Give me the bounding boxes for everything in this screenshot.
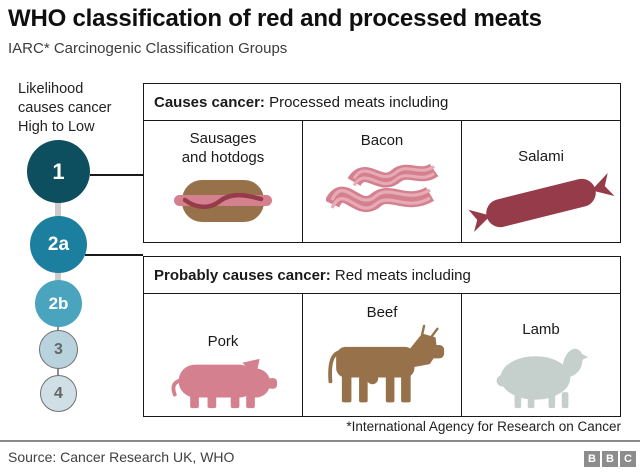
caption-line-2: causes cancer	[18, 100, 112, 116]
group-badge-4: 4	[40, 375, 77, 412]
cow-icon	[328, 324, 445, 403]
pig-icon	[171, 358, 278, 409]
group-badge-2b: 2b	[35, 280, 82, 327]
bbc-logo: B B C	[584, 451, 636, 467]
heading-strong: Causes cancer:	[154, 93, 265, 111]
item-bacon: Bacon	[302, 121, 461, 242]
item-label: Pork	[207, 333, 239, 350]
caption-line-3: High to Low	[18, 119, 95, 135]
group-badge-3: 3	[39, 330, 78, 369]
page-title: WHO classification of red and processed …	[8, 5, 542, 32]
connector-3-to-4	[57, 368, 59, 377]
item-label: Lamb	[522, 321, 560, 338]
causes-cancer-heading: Causes cancer: Processed meats including	[144, 84, 620, 121]
item-sausages-hotdogs: Sausages and hotdogs	[144, 121, 302, 242]
bbc-logo-block: B	[602, 451, 618, 467]
footer-divider	[0, 440, 640, 442]
heading-rest: Processed meats including	[264, 93, 449, 111]
caption-line-1: Likelihood	[18, 81, 84, 97]
hotdog-icon	[174, 180, 272, 222]
bbc-logo-block: B	[584, 451, 600, 467]
page-subtitle: IARC* Carcinogenic Classification Groups	[8, 40, 288, 57]
group-badge-1-label: 1	[52, 158, 65, 184]
item-label: Beef	[366, 304, 398, 321]
connector-group2a-to-box	[85, 254, 143, 256]
item-beef: Beef	[302, 294, 461, 416]
salami-icon	[468, 172, 615, 233]
bacon-icon	[326, 163, 438, 212]
causes-cancer-box: Causes cancer: Processed meats including…	[143, 83, 621, 243]
connector-2a-to-2b	[55, 271, 61, 282]
group-badge-3-label: 3	[54, 340, 63, 358]
item-label: Bacon	[360, 132, 404, 149]
probably-causes-cancer-items: Pork Beef	[144, 294, 620, 416]
footnote: *International Agency for Research on Ca…	[346, 419, 621, 434]
heading-strong: Probably causes cancer:	[154, 266, 331, 284]
item-label: Sausages and hotdogs	[181, 130, 265, 166]
probably-causes-cancer-box: Probably causes cancer: Red meats includ…	[143, 256, 621, 417]
sheep-icon	[496, 348, 589, 409]
group-badge-2a-label: 2a	[47, 233, 70, 255]
connector-1-to-2a	[55, 200, 61, 218]
likelihood-caption: Likelihood causes cancer High to Low	[18, 80, 112, 137]
item-label: Salami	[518, 148, 564, 165]
heading-rest: Red meats including	[330, 266, 471, 284]
connector-2b-to-3	[57, 325, 59, 332]
item-salami: Salami	[461, 121, 620, 242]
item-pork: Pork	[144, 294, 302, 416]
item-lamb: Lamb	[461, 294, 620, 416]
connector-group1-to-box	[90, 174, 143, 176]
group-badge-1: 1	[27, 140, 90, 203]
group-badge-2a: 2a	[30, 216, 87, 273]
group-badge-2b-label: 2b	[48, 293, 69, 313]
bbc-logo-block: C	[620, 451, 636, 467]
probably-causes-cancer-heading: Probably causes cancer: Red meats includ…	[144, 257, 620, 294]
source-attribution: Source: Cancer Research UK, WHO	[8, 449, 235, 465]
causes-cancer-items: Sausages and hotdogs Bacon	[144, 121, 620, 242]
group-badge-4-label: 4	[54, 384, 63, 402]
